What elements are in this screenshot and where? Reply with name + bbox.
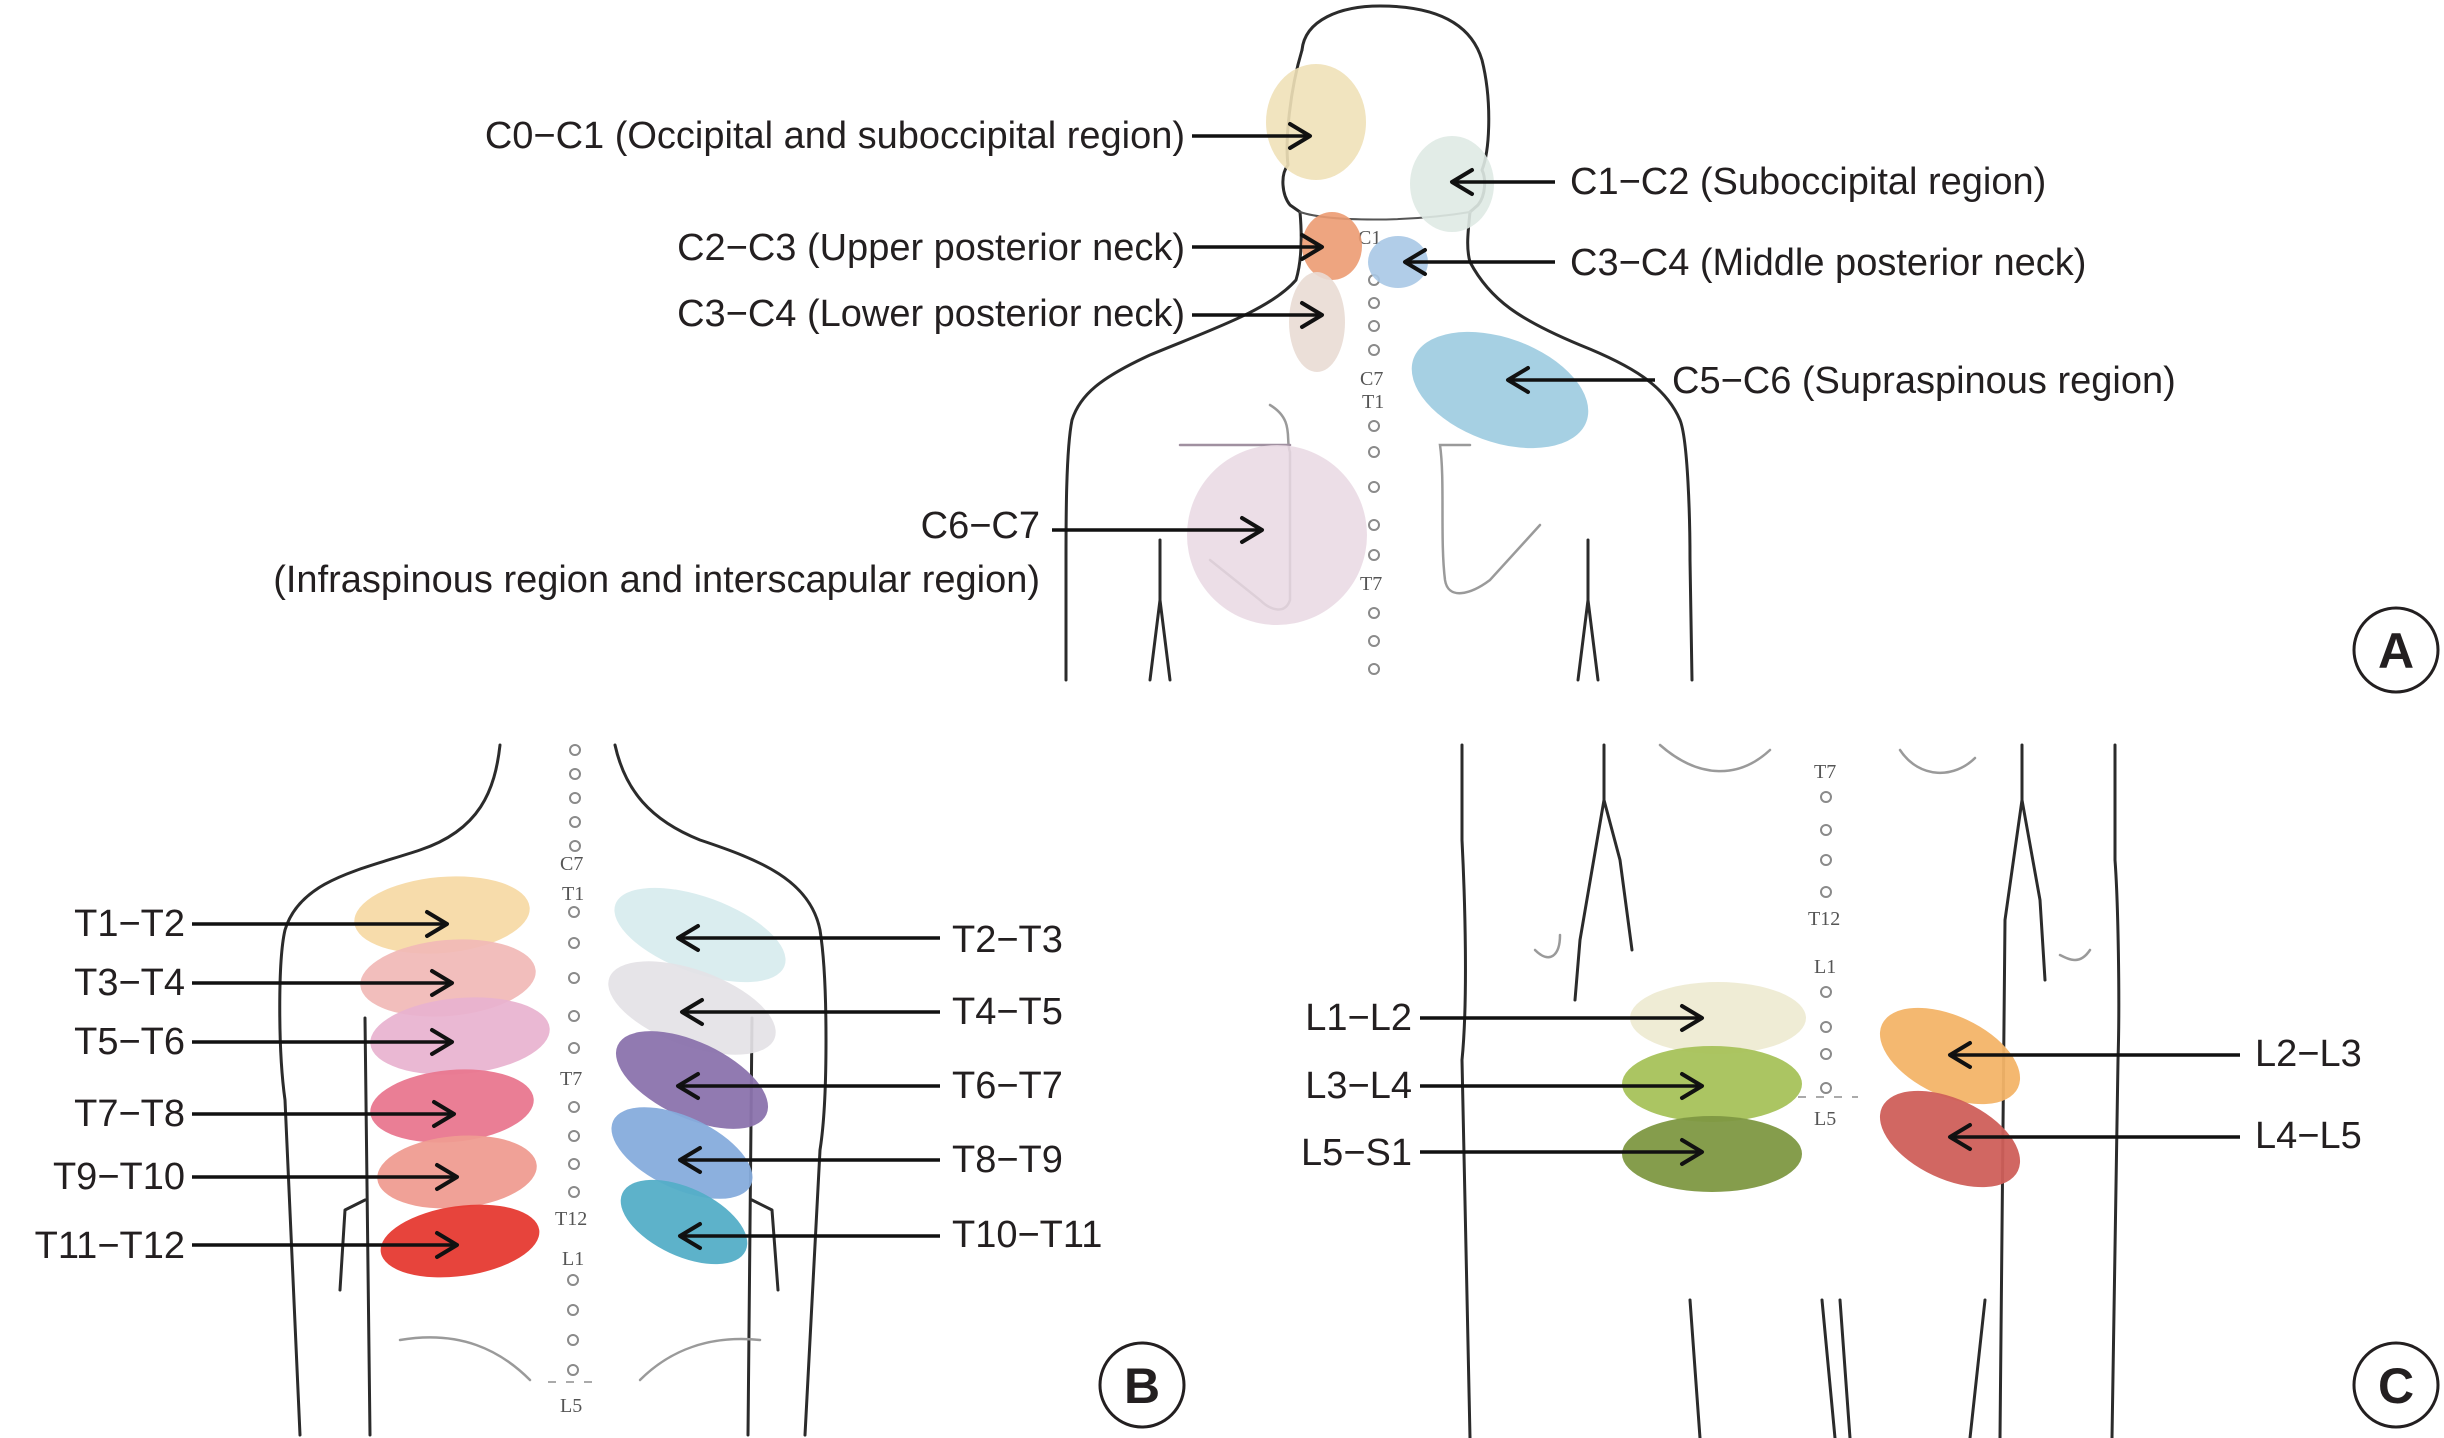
label-c1-c2: C1−C2 (Suboccipital region)	[1570, 161, 2046, 203]
spine-label-t12: T12	[1808, 908, 1840, 930]
label-t2-t3: T2−T3	[952, 919, 1063, 961]
region-l1-l2	[1630, 982, 1806, 1054]
region-t2-t3	[614, 887, 786, 983]
spine-label-l5: L5	[1814, 1108, 1836, 1130]
region-t3-t4	[360, 939, 536, 1017]
label-t3-t4: T3−T4	[74, 962, 185, 1004]
label-t11-t12: T11−T12	[35, 1225, 185, 1267]
label-c0-c1: C0−C1 (Occipital and suboccipital region…	[485, 115, 1185, 157]
spine-label-t7: T7	[560, 1068, 582, 1090]
label-t4-t5: T4−T5	[952, 991, 1063, 1033]
spine-label-t7: T7	[1814, 761, 1836, 783]
label-t6-t7: T6−T7	[952, 1065, 1063, 1107]
region-c0-c1	[1266, 64, 1366, 180]
label-t7-t8: T7−T8	[74, 1093, 185, 1135]
label-l4-l5: L4−L5	[2255, 1115, 2362, 1157]
label-c3-c4-middle: C3−C4 (Middle posterior neck)	[1570, 242, 2086, 284]
spine-label-c1: C1	[1358, 227, 1381, 249]
panel-a: C1 C7 T1 T7 C0−C1 (Occipital and subocci…	[273, 4, 2440, 694]
spine-label-t12: T12	[555, 1208, 587, 1230]
region-t6-t7	[615, 1031, 769, 1129]
panel-b-letter-badge: B	[1098, 1341, 1186, 1429]
spine-label-c7: C7	[1360, 368, 1383, 390]
label-c2-c3: C2−C3 (Upper posterior neck)	[677, 227, 1185, 269]
region-c5-c6	[1411, 331, 1589, 449]
label-t5-t6: T5−T6	[74, 1021, 185, 1063]
region-t10-t11	[620, 1179, 748, 1265]
panel-c-letter: C	[2378, 1358, 2414, 1414]
panel-c: T7 T12 L1 L5 L1−L2 L3−L4 L5−S1 L2−L3 L4−…	[1301, 743, 2440, 1438]
region-t8-t9	[611, 1107, 753, 1199]
label-c5-c6: C5−C6 (Supraspinous region)	[1672, 360, 2176, 402]
region-t1-t2	[354, 876, 530, 954]
region-t11-t12	[380, 1204, 540, 1278]
label-c6-c7-line2: (Infraspinous region and interscapular r…	[273, 559, 1040, 601]
region-c3-c4-middle	[1368, 236, 1428, 288]
spine-label-l1: L1	[562, 1248, 584, 1270]
panel-c-letter-badge: C	[2352, 1341, 2440, 1429]
label-t9-t10: T9−T10	[53, 1156, 185, 1198]
region-c3-c4-lower	[1289, 272, 1345, 372]
spine-label-t7: T7	[1360, 573, 1382, 595]
region-t9-t10	[377, 1135, 537, 1209]
region-c6-c7	[1187, 445, 1367, 625]
region-t5-t6	[370, 997, 550, 1075]
panel-a-letter: A	[2378, 623, 2414, 679]
spine-label-l1: L1	[1814, 956, 1836, 978]
label-c6-c7-line1: C6−C7	[921, 505, 1040, 547]
spine-label-t1: T1	[562, 883, 584, 905]
region-l3-l4	[1622, 1046, 1802, 1122]
label-l5-s1: L5−S1	[1301, 1132, 1412, 1174]
spine-label-c7: C7	[560, 853, 583, 875]
label-t1-t2: T1−T2	[74, 903, 185, 945]
label-l3-l4: L3−L4	[1305, 1065, 1412, 1107]
label-l2-l3: L2−L3	[2255, 1033, 2362, 1075]
panel-a-letter-badge: A	[2352, 606, 2440, 694]
spine-label-l5: L5	[560, 1395, 582, 1417]
spine-label-t1: T1	[1362, 391, 1384, 413]
region-c2-c3	[1302, 212, 1362, 280]
panel-b-spine: C7 T1 T7 T12 L1 L5	[548, 744, 598, 1417]
panel-a-spine: C1 C7 T1 T7	[1358, 227, 1384, 675]
panel-b: C7 T1 T7 T12 L1 L5 T1−T2	[35, 743, 1186, 1437]
label-t10-t11: T10−T11	[952, 1214, 1102, 1256]
panel-c-spine: T7 T12 L1 L5	[1798, 761, 1858, 1130]
label-l1-l2: L1−L2	[1305, 997, 1412, 1039]
panel-b-letter: B	[1124, 1358, 1160, 1414]
region-t7-t8	[370, 1069, 534, 1143]
region-l5-s1	[1622, 1116, 1802, 1192]
label-c3-c4-lower: C3−C4 (Lower posterior neck)	[677, 293, 1185, 335]
label-t8-t9: T8−T9	[952, 1139, 1063, 1181]
